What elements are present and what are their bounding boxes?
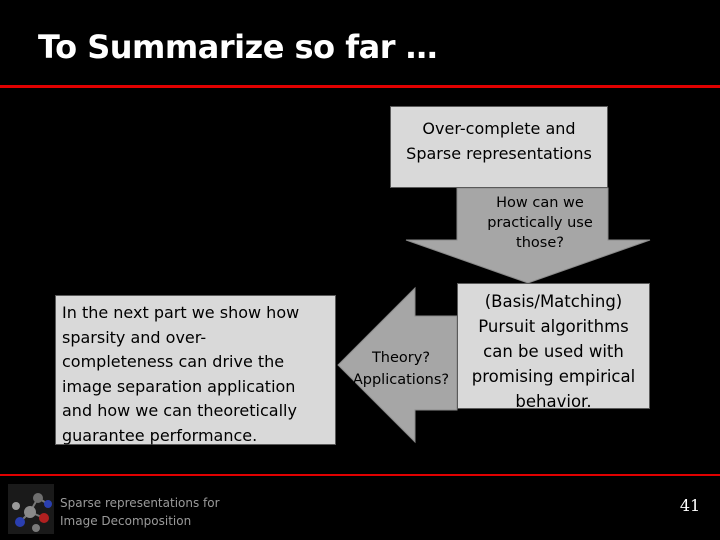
down-arrow-label: How can we practically use those? (470, 193, 610, 253)
left-arrow-line: Applications? (352, 372, 450, 388)
right-box-line: can be used with (483, 342, 624, 361)
down-arrow-line: those? (516, 235, 564, 251)
footer-divider (0, 474, 720, 476)
top-box-line: Over-complete and (422, 119, 576, 138)
left-arrow (337, 286, 458, 444)
right-box-line: Pursuit algorithms (478, 317, 629, 336)
footer-line: Image Decomposition (60, 514, 192, 528)
down-arrow-line: practically use (487, 215, 593, 231)
molecule-logo-icon (8, 484, 54, 534)
left-box-line: guarantee performance. (62, 425, 258, 445)
left-box-line: In the next part we show how (62, 303, 300, 322)
left-arrow-line: Theory? (371, 350, 431, 366)
pursuit-algorithms-box: (Basis/Matching) Pursuit algorithms can … (457, 283, 650, 411)
title-divider (0, 85, 720, 88)
right-box-line: (Basis/Matching) (484, 292, 623, 311)
left-box-line: and how we can theoretically (62, 401, 297, 420)
right-box-line: promising empirical (471, 367, 636, 386)
top-concept-box: Over-complete and Sparse representations (390, 106, 608, 188)
left-box-line: image separation application (62, 376, 296, 396)
right-box-line: behavior. (515, 392, 592, 411)
footer-caption: Sparse representations for Image Decompo… (60, 494, 220, 530)
left-box-line: completeness can drive the (62, 352, 285, 371)
page-number: 41 (679, 496, 701, 515)
top-box-line: Sparse representations (406, 144, 592, 163)
left-arrow-label: Theory? Applications? (343, 347, 459, 391)
down-arrow-line: How can we (496, 195, 584, 211)
footer-line: Sparse representations for (60, 496, 220, 510)
left-box-line: sparsity and over- (62, 327, 207, 347)
slide-title: To Summarize so far … (38, 28, 438, 66)
next-part-box: In the next part we show how sparsity an… (55, 295, 336, 445)
down-arrow (405, 187, 651, 284)
